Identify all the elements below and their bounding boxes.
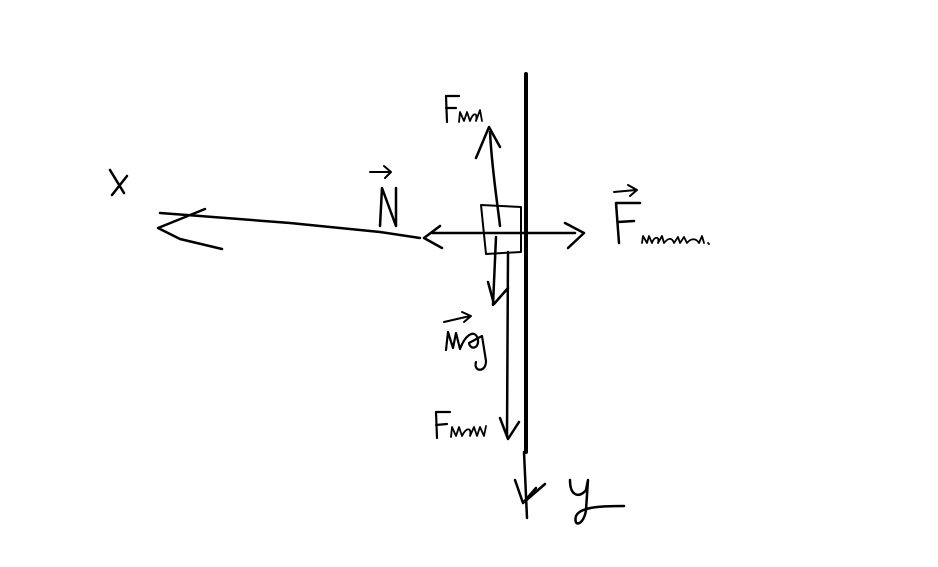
y-axis-label: y — [568, 478, 626, 525]
gravity-label: mg — [443, 311, 488, 371]
friction-down-arrowhead — [498, 416, 521, 441]
friction-up-line — [488, 130, 502, 228]
gravity-arrowhead — [486, 280, 510, 306]
x-axis-line — [158, 211, 422, 240]
friction-up-label: F — [444, 94, 483, 124]
gravity-line — [491, 235, 498, 307]
y-axis-line — [522, 450, 529, 520]
x-letter-glyph — [108, 168, 129, 197]
magnetic-force-label: F — [613, 184, 710, 245]
f-magnetic-vector-arrow-icon — [613, 184, 638, 197]
mg-letters-glyph — [444, 330, 488, 371]
y-axis-arrowhead — [513, 478, 547, 505]
x-axis — [156, 207, 422, 251]
f-bottom-subscript-scribble — [450, 425, 487, 438]
friction-up-arrowhead — [474, 125, 502, 160]
block — [480, 204, 522, 255]
mg-vector-arrow-icon — [443, 311, 472, 323]
magnetic-force-arrowhead — [563, 221, 586, 250]
n-letter-glyph — [378, 186, 398, 228]
y-letter-glyph — [568, 478, 626, 525]
n-vector-arrow-icon — [369, 165, 392, 179]
f-magnetic-letter-glyph — [614, 201, 642, 245]
friction-down-label: F — [434, 410, 487, 440]
x-axis-arrowhead — [156, 207, 224, 251]
y-axis — [513, 450, 547, 520]
x-axis-label: X — [108, 168, 129, 197]
normal-force-label: N — [369, 165, 398, 228]
friction-up-force — [474, 125, 502, 228]
f-top-letter-glyph — [444, 94, 461, 124]
normal-force-arrowhead — [422, 224, 444, 250]
gravity-force — [486, 235, 510, 307]
f-top-subscript-scribble — [458, 109, 483, 123]
f-bottom-letter-glyph — [434, 410, 452, 440]
friction-down-force — [498, 250, 521, 441]
f-magnetic-subscript-scribble — [641, 235, 710, 245]
friction-down-line — [505, 250, 510, 438]
